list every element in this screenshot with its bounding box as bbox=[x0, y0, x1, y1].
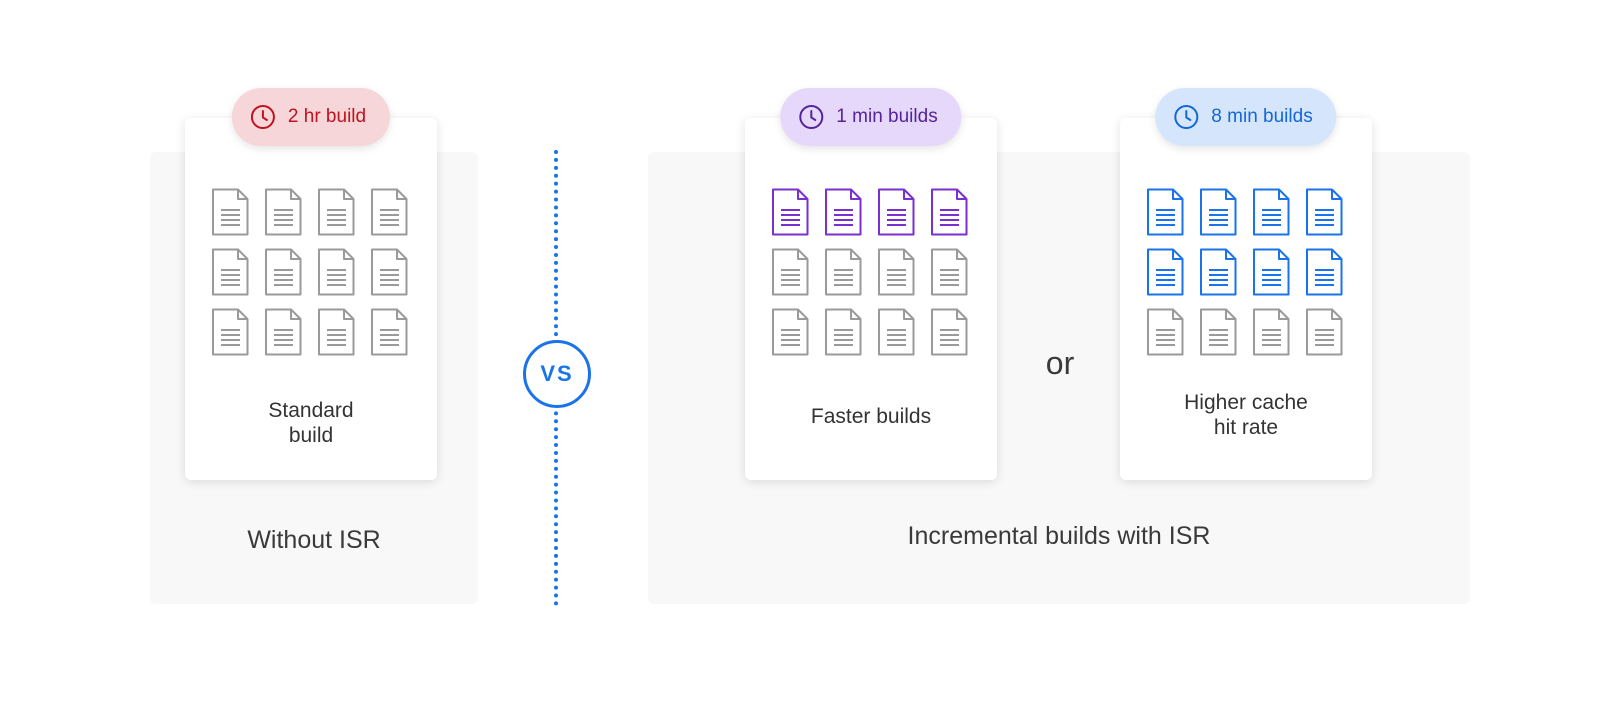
document-grid bbox=[771, 188, 971, 356]
document-icon bbox=[931, 308, 968, 356]
higher-cache-card: 8 min builds Higher cache hit rate bbox=[1120, 88, 1372, 480]
document-icon bbox=[1147, 308, 1184, 356]
document-icon bbox=[371, 188, 408, 236]
vs-badge: VS bbox=[523, 340, 591, 408]
document-icon bbox=[1306, 188, 1343, 236]
card-label-line: Faster builds bbox=[810, 405, 932, 428]
clock-icon bbox=[1174, 105, 1199, 129]
build-time-badge: 1 min builds bbox=[780, 88, 962, 146]
document-icon bbox=[772, 248, 809, 296]
document-icon bbox=[1147, 188, 1184, 236]
document-icon bbox=[265, 308, 302, 356]
document-grid bbox=[211, 188, 411, 356]
card-label-line: Standard bbox=[268, 399, 354, 422]
clock-icon bbox=[250, 105, 275, 129]
document-icon bbox=[825, 308, 862, 356]
card-label: Standard build bbox=[185, 398, 437, 448]
document-icon bbox=[265, 188, 302, 236]
document-grid bbox=[1146, 188, 1346, 356]
document-icon bbox=[931, 188, 968, 236]
card-label-line: build bbox=[288, 424, 334, 447]
card-label-line: hit rate bbox=[1213, 416, 1279, 439]
build-time-text: 1 min builds bbox=[836, 106, 938, 127]
document-icon bbox=[878, 248, 915, 296]
document-icon bbox=[371, 308, 408, 356]
clock-icon bbox=[799, 105, 824, 129]
document-icon bbox=[1200, 188, 1237, 236]
document-icon bbox=[1253, 308, 1290, 356]
card-label: Faster builds bbox=[745, 404, 997, 429]
card-label-line: Higher cache bbox=[1184, 391, 1308, 414]
document-icon bbox=[1306, 248, 1343, 296]
build-time-badge: 2 hr build bbox=[231, 88, 391, 146]
document-icon bbox=[931, 248, 968, 296]
without-isr-label: Without ISR bbox=[247, 526, 381, 554]
incremental-isr-label: Incremental builds with ISR bbox=[907, 522, 1211, 550]
document-icon bbox=[772, 308, 809, 356]
document-icon bbox=[1200, 248, 1237, 296]
document-icon bbox=[1306, 308, 1343, 356]
document-icon bbox=[212, 248, 249, 296]
build-time-text: 2 hr build bbox=[287, 106, 367, 127]
document-icon bbox=[1200, 308, 1237, 356]
build-time-badge: 8 min builds bbox=[1155, 88, 1337, 146]
document-icon bbox=[212, 308, 249, 356]
document-icon bbox=[825, 248, 862, 296]
or-label: or bbox=[1045, 345, 1075, 381]
document-icon bbox=[772, 188, 809, 236]
document-icon bbox=[1253, 248, 1290, 296]
faster-builds-card: 1 min builds Faster builds bbox=[745, 88, 997, 480]
document-icon bbox=[878, 308, 915, 356]
build-time-text: 8 min builds bbox=[1211, 106, 1313, 127]
standard-build-card: 2 hr build Standard build bbox=[185, 88, 437, 480]
document-icon bbox=[318, 188, 355, 236]
document-icon bbox=[212, 188, 249, 236]
document-icon bbox=[265, 248, 302, 296]
document-icon bbox=[318, 308, 355, 356]
document-icon bbox=[878, 188, 915, 236]
document-icon bbox=[825, 188, 862, 236]
document-icon bbox=[371, 248, 408, 296]
document-icon bbox=[318, 248, 355, 296]
document-icon bbox=[1147, 248, 1184, 296]
card-label: Higher cache hit rate bbox=[1120, 390, 1372, 440]
document-icon bbox=[1253, 188, 1290, 236]
